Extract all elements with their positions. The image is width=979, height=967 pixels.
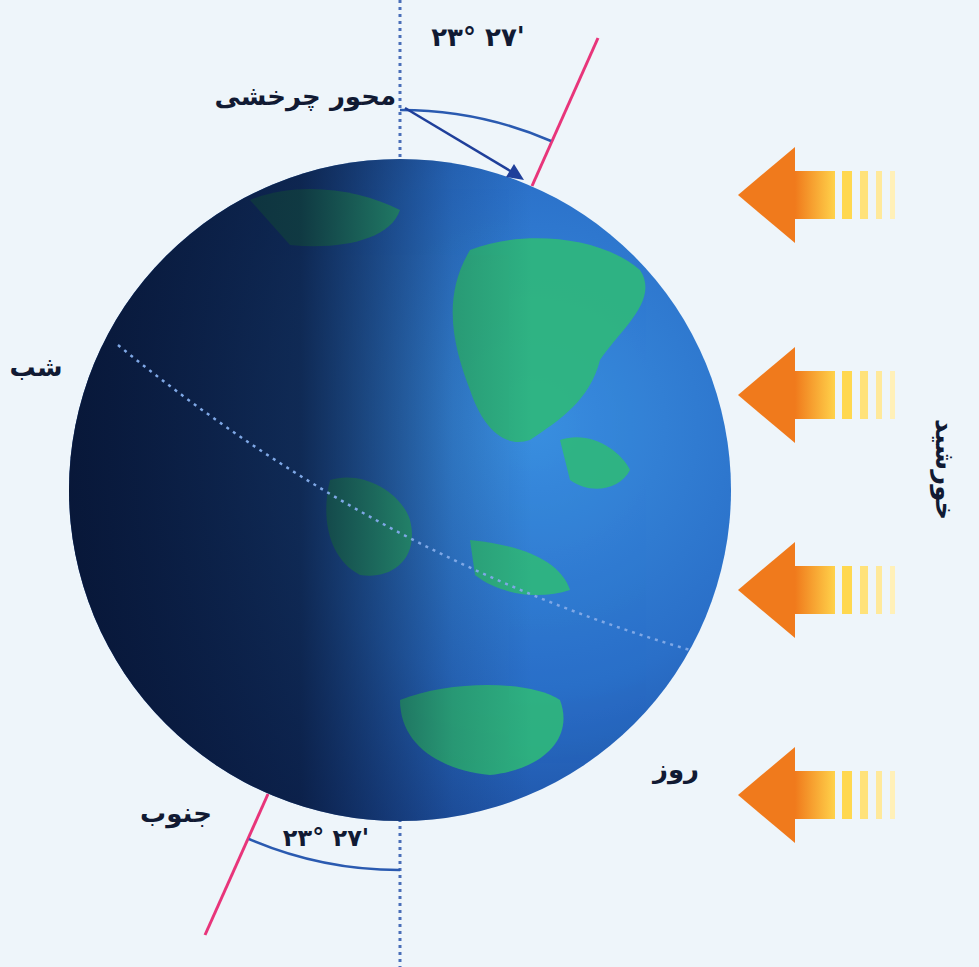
angle-label: ۲۳° ۲۷' <box>283 824 369 853</box>
angle-arc <box>400 110 551 141</box>
globe <box>69 159 731 821</box>
rotation-axis <box>205 794 268 935</box>
south-label: جنوب <box>140 798 212 829</box>
arrow-head <box>506 164 524 180</box>
angle-label: ۲۳° ۲۷' <box>431 22 525 53</box>
sun-label: خورشید <box>929 419 960 520</box>
leader-line <box>405 108 512 172</box>
equator <box>118 345 690 650</box>
sun-rays <box>738 147 895 843</box>
day-label: روز <box>653 754 699 785</box>
axis-label: محور چرخشی <box>214 81 396 112</box>
night-shade <box>69 159 731 821</box>
night-label: شب <box>9 352 62 383</box>
rotation-axis <box>532 38 598 186</box>
